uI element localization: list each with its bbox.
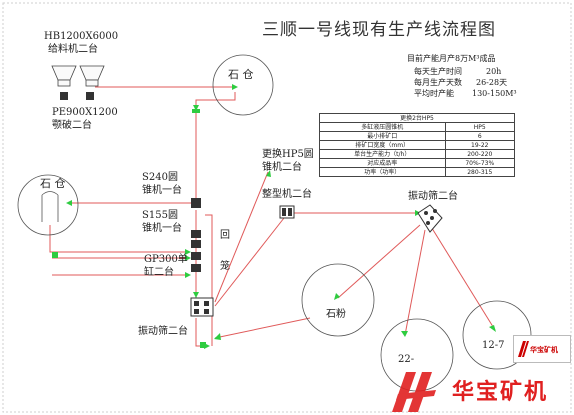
jaw-crusher-icon [60,92,94,100]
arrow-icon [193,292,199,298]
spec-cell: 70%-73% [444,158,516,168]
arrow-icon [266,170,271,177]
spec-cell: 200-220 [444,149,516,159]
capacity-row-value: 130-150M³ [472,89,517,98]
flow-screen-to-22 [404,229,426,336]
arrow-icon [193,105,199,111]
flow-return-loop [205,214,213,303]
spec-table-title: 更换2台HP5 [319,113,515,123]
arrow-icon [232,84,238,90]
table-row: 功率（功率）280-315 [319,167,516,177]
brand-name: 华宝矿机 [452,380,549,405]
capacity-row-value: 26-28天 [476,78,508,87]
brand-logo [392,372,436,412]
spec-cell: 功率（功率） [319,167,446,177]
jaw-model: PE900X1200 [52,107,118,118]
vibrating-screen-bottom-icon [190,297,214,317]
feeder-desc: 给料机二台 [48,44,98,55]
cone2-desc: 锥机一台 [142,223,182,234]
capacity-row-label: 每天生产时间 [414,67,462,76]
page-title: 三顺一号线现有生产线流程图 [262,20,496,40]
transfer-markers [52,109,206,348]
brand-mark-icon [392,372,436,412]
cone3-desc: 缸二台 [144,267,174,278]
brand-mark-icon [518,341,529,357]
flow-silo-to-cone [195,92,236,198]
arrow-icon [185,249,191,255]
capacity-row-value: 20h [486,67,502,76]
screen-bottom-label: 振动筛二台 [138,326,188,337]
cone-crusher-icon [191,198,201,272]
cone1-model: S240圆 [142,172,178,183]
capacity-heading: 目前产能月产8万M³成品 [407,54,496,63]
flow-screen-to-hp5 [214,171,269,303]
shaper-label: 整型机二台 [262,189,312,200]
feeder-model: HB1200X6000 [44,31,119,42]
silo-top-circle [212,54,274,116]
spec-cell: 6 [444,131,516,141]
flow-powder-to-screen [214,317,311,339]
spec-cell: 对应成品率 [319,158,446,168]
silo-inner [41,191,59,222]
return-label-2: 笼 [220,261,230,272]
arrow-icon [401,331,408,337]
arrow-icon [214,333,221,340]
spec-cell: 280-315 [444,167,516,177]
return-label-1: 回 [220,230,230,241]
arrow-icon [334,293,340,300]
arrow-icon [185,272,191,278]
feeder-icon [51,65,105,87]
silo-left-circle [17,174,79,236]
spec-cell: 排矿口宽度（mm） [319,140,446,150]
cone1-desc: 锥机一台 [142,185,182,196]
flow-screen-to-shaper [214,217,285,307]
spec-cell: 最小排矿口 [319,131,446,141]
spec-cell: 19-22 [444,140,516,150]
flow-lines [49,86,496,347]
hp5-desc: 锥机二台 [262,162,302,173]
shaper-icon [279,205,295,219]
arrow-icon [185,255,191,261]
table-row: 单台生产能力（t/h）200-220 [319,149,516,159]
spec-cell: HP5 [444,122,516,132]
flow-screen-to-127 [429,224,496,331]
hp5-model: 更换HP5圆 [262,149,314,160]
flow-screen-bottom-out [195,318,209,347]
stone-powder-label: 石粉 [326,309,346,320]
arrow-icon [489,325,496,332]
spec-cell: 多缸液压圆锥机 [319,122,446,132]
screen-right-label: 振动筛二台 [408,191,458,202]
pile-circles [17,54,532,392]
stone-powder-pile [301,263,375,337]
capacity-row-label: 每月生产天数 [414,78,462,87]
capacity-row-label: 平均时产能 [414,89,454,98]
silo-left-label: 石 仓 [40,177,66,190]
table-row: 排矿口宽度（mm）19-22 [319,140,516,150]
arrow-icon [66,200,72,206]
silo-top-label: 石 仓 [228,68,254,81]
spec-cell: 单台生产能力（t/h） [319,149,446,159]
mini-brand-text: 华宝矿机 [530,346,558,354]
cone3-model: GP300单 [144,254,188,265]
cone2-model: S155圆 [142,210,178,221]
output-127-label: 12-7 [482,340,505,351]
flow-screen-to-powder [337,224,421,299]
jaw-desc: 颚破二台 [52,120,92,131]
flow-left-silo-cones [49,225,190,253]
vibrating-screen-right-icon [417,204,443,233]
output-22-label: 22- [398,354,415,365]
mini-brand-logo: 华宝矿机 [513,335,571,363]
